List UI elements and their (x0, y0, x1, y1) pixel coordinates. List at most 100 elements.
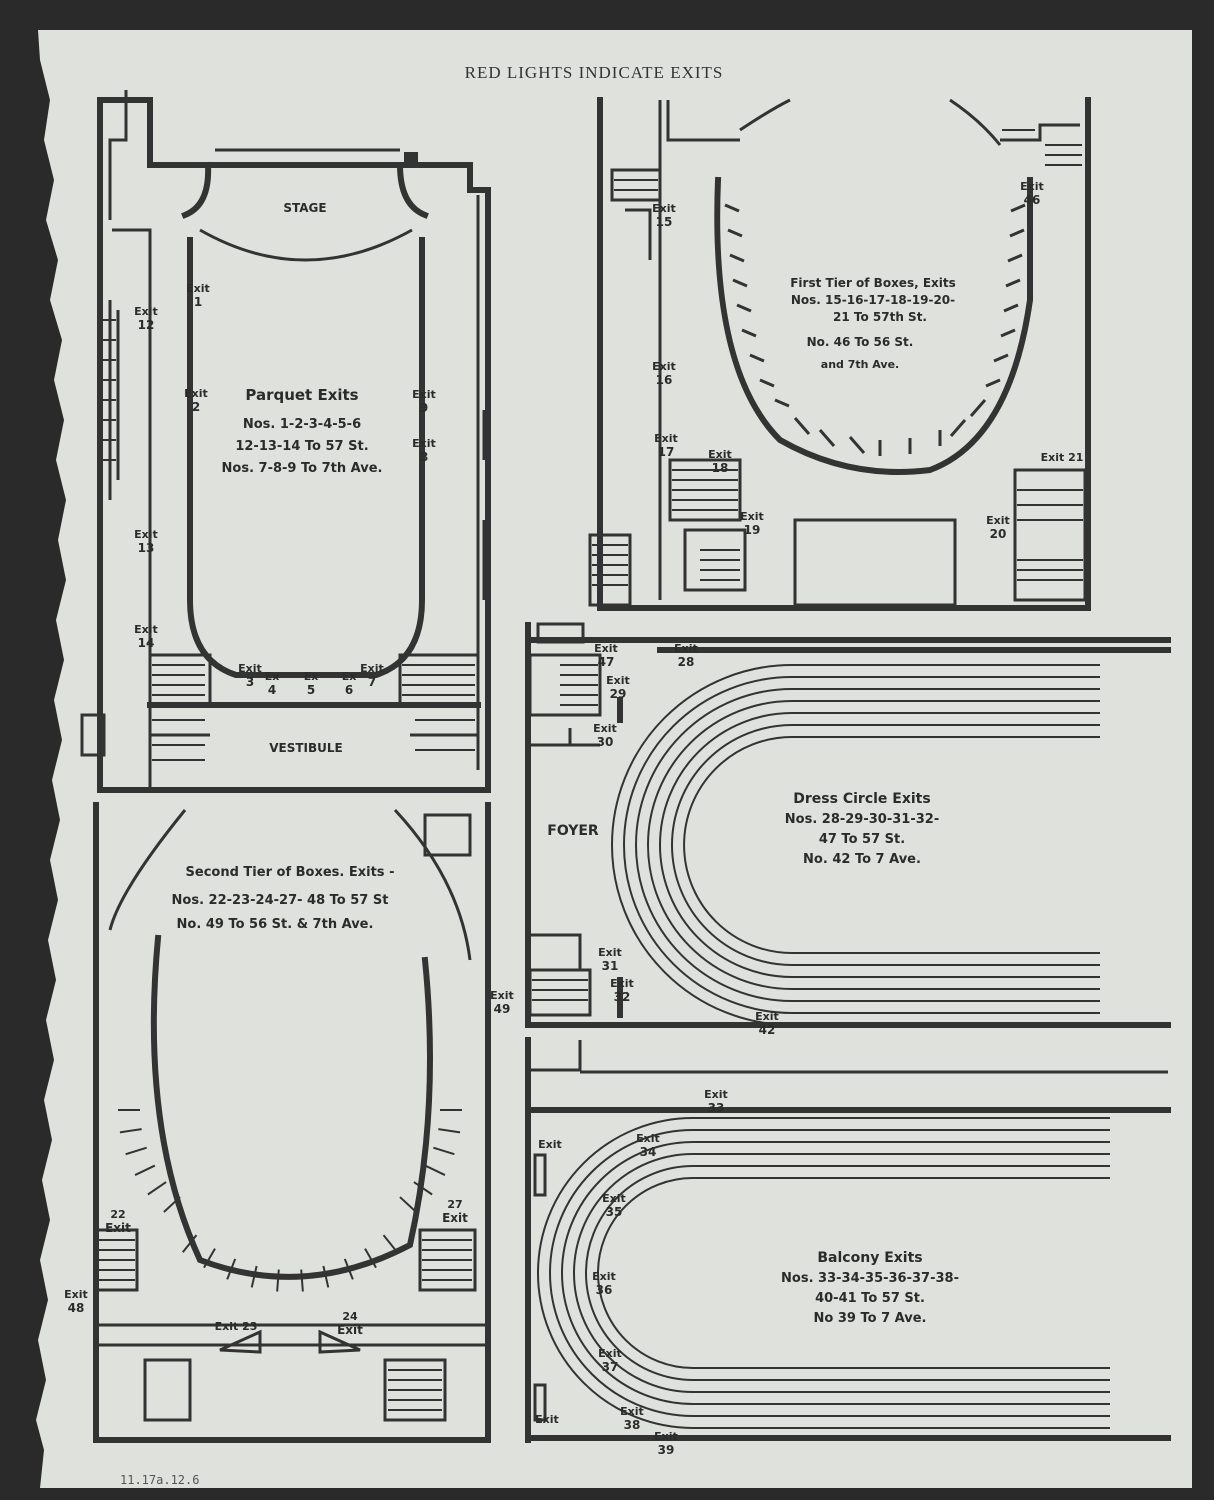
parquet-exit-label: Exit (412, 437, 436, 450)
box-partition-first-tier (985, 378, 1001, 388)
dress-circle-title: Dress Circle Exits (793, 791, 930, 807)
box-partition-first-tier (793, 417, 811, 435)
box-partition-first-tier (727, 228, 743, 238)
second-tier-plan: Second Tier of Boxes. Exits - Nos. 22-23… (93, 802, 491, 1443)
dress-circle-aisle-line-2 (623, 676, 1100, 1014)
box-partition-first-tier (736, 303, 752, 313)
dress-circle-exit-label: Exit (674, 642, 698, 655)
box-partition-first-tier (759, 378, 775, 388)
dress-circle-aisle-line-5 (659, 712, 1100, 978)
box-partition-first-tier (1007, 253, 1023, 263)
first-tier-exit-number: 46 (1024, 193, 1041, 207)
parquet-exit-label: Exit (134, 305, 158, 318)
first-tier-plan: First Tier of Boxes, Exits Nos. 15-16-17… (588, 97, 1091, 611)
foyer-label: FOYER (547, 823, 599, 839)
box-partition-second-tier (399, 1196, 417, 1213)
parquet-exit-number: 5 (307, 683, 315, 697)
first-tier-exit-label: Exit (708, 448, 732, 461)
dress-circle-exit-label: Exit (610, 977, 634, 990)
box-partition-first-tier (732, 278, 748, 288)
box-partition-second-tier (147, 1181, 167, 1196)
first-tier-line-5: and 7th Ave. (821, 358, 899, 371)
balcony-title: Balcony Exits (817, 1250, 922, 1266)
parquet-exit-number: 1 (194, 295, 202, 309)
parquet-exit-label: Ex (265, 670, 280, 683)
balcony-exit-label: Exit (704, 1088, 728, 1101)
box-partition-first-tier (1003, 303, 1019, 313)
box-partition-second-tier (276, 1269, 280, 1292)
parquet-exit-label: Exit (186, 282, 210, 295)
second-tier-exit-number: Exit (442, 1211, 468, 1225)
first-tier-exit-label: Exit 21 (1041, 451, 1084, 464)
dress-circle-aisle-line-6 (671, 724, 1100, 966)
dress-circle-plan: FOYER Dress Circle Exits Nos. 28-29-30-3… (525, 622, 1171, 1028)
balcony-exit-label: Exit (636, 1132, 660, 1145)
balcony-exit-number: 38 (624, 1418, 641, 1432)
parquet-exit-number: 3 (246, 675, 254, 689)
parquet-plan: STAGE VESTIBULE Parquet Exits Nos. 1-2-3… (80, 90, 491, 793)
second-tier-exit-label: Exit (64, 1288, 88, 1301)
balcony-plan: Balcony Exits Nos. 33-34-35-36-37-38- 40… (525, 1037, 1171, 1443)
box-partition-first-tier (1005, 278, 1021, 288)
dress-circle-exit-number: 31 (602, 959, 619, 973)
balcony-exit-number: 37 (602, 1360, 619, 1374)
box-partition-first-tier (848, 436, 866, 454)
balcony-exit-label: Exit (602, 1192, 626, 1205)
paper-sheet (36, 30, 1192, 1488)
balcony-line-2: 40-41 To 57 St. (815, 1291, 925, 1306)
parquet-exit-number: 14 (138, 636, 155, 650)
balcony-exit-label: Exit (620, 1405, 644, 1418)
balcony-exit-label: Exit (654, 1430, 678, 1443)
box-partition-first-tier (949, 419, 967, 437)
balcony-exit-label: Exit (598, 1347, 622, 1360)
first-tier-exit-number: 19 (744, 523, 761, 537)
parquet-exit-number: 2 (192, 400, 200, 414)
first-tier-line-2: Nos. 15-16-17-18-19-20- (791, 293, 955, 307)
dress-circle-exit-label: Exit (755, 1010, 779, 1023)
box-partition-first-tier (1009, 228, 1025, 238)
balcony-exit-number: 39 (658, 1443, 675, 1457)
box-partition-second-tier (163, 1196, 181, 1213)
box-partition-second-tier (382, 1234, 399, 1253)
box-partition-first-tier (993, 353, 1009, 363)
second-tier-line-1: Second Tier of Boxes. Exits - (186, 865, 395, 880)
balcony-aisle-line-5 (585, 1165, 1110, 1381)
stage-label: STAGE (283, 201, 326, 215)
balcony-exit-number: 33 (708, 1101, 725, 1115)
second-tier-line-2: Nos. 22-23-24-27- 48 To 57 St (172, 893, 389, 908)
parquet-exit-label: Exit (134, 528, 158, 541)
parquet-exit-number: 12 (138, 318, 155, 332)
page-header: RED LIGHTS INDICATE EXITS (465, 63, 724, 82)
box-partition-first-tier (1010, 203, 1026, 213)
parquet-exit-number: 4 (268, 683, 276, 697)
second-tier-exit-number: Exit (105, 1221, 131, 1235)
first-tier-exit-label: Exit (740, 510, 764, 523)
box-partition-first-tier (749, 353, 765, 363)
box-partition-first-tier (724, 203, 740, 213)
box-partition-second-tier (125, 1146, 147, 1156)
parquet-exit-label: Exit (134, 623, 158, 636)
balcony-line-1: Nos. 33-34-35-36-37-38- (781, 1271, 959, 1286)
dress-circle-exit-number: 42 (759, 1023, 776, 1037)
second-tier-exit-number: 49 (494, 1002, 511, 1016)
second-tier-exit-label: Exit 23 (215, 1320, 258, 1333)
parquet-exit-label: Exit (360, 662, 384, 675)
parquet-line-1: Nos. 1-2-3-4-5-6 (243, 417, 361, 432)
box-partition-first-tier (969, 399, 987, 417)
balcony-line-3: No 39 To 7 Ave. (814, 1311, 927, 1326)
dress-circle-line-2: 47 To 57 St. (819, 832, 905, 847)
second-tier-exit-label: Exit (490, 989, 514, 1002)
dress-circle-aisle-line-3 (635, 688, 1100, 1002)
balcony-exit-number: 36 (596, 1283, 613, 1297)
balcony-exit-label: Exit (592, 1270, 616, 1283)
box-partition-second-tier (203, 1248, 216, 1269)
parquet-exit-label: Exit (412, 388, 436, 401)
first-tier-exit-number: 16 (656, 373, 673, 387)
first-tier-exit-label: Exit (986, 514, 1010, 527)
first-tier-line-4: No. 46 To 56 St. (807, 335, 914, 349)
parquet-exit-number: 8 (420, 450, 428, 464)
dress-circle-exit-label: Exit (593, 722, 617, 735)
parquet-exit-number: 13 (138, 541, 155, 555)
first-tier-exit-label: Exit (654, 432, 678, 445)
